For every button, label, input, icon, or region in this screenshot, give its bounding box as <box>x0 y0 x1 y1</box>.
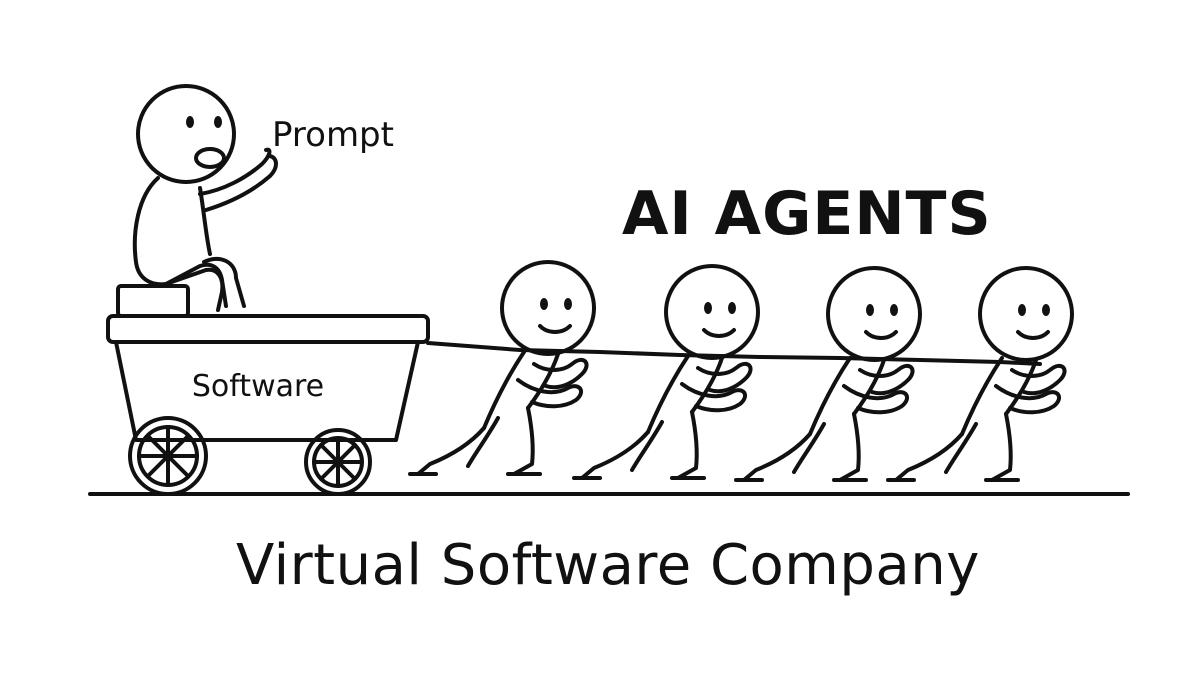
company-title: Virtual Software Company <box>236 533 980 598</box>
cart-wheel-right <box>304 428 372 496</box>
operator-arm <box>198 147 278 212</box>
cart: Software <box>106 284 430 496</box>
agent-3 <box>734 266 922 482</box>
cart-seat <box>116 284 190 318</box>
operator-eye-left <box>186 116 194 128</box>
prompt-label: Prompt <box>272 115 394 155</box>
operator-mouth <box>194 147 226 169</box>
operator-head <box>136 84 236 184</box>
cart-wheel-left <box>128 416 208 496</box>
operator-body <box>132 176 228 308</box>
cart-bucket <box>114 340 420 442</box>
cart-label: Software <box>192 369 324 404</box>
cart-rim <box>106 314 430 344</box>
operator-legs <box>164 256 246 312</box>
agent-1 <box>408 260 596 476</box>
operator-eye-right <box>214 116 222 128</box>
operator-figure <box>132 84 278 312</box>
tow-rope <box>426 341 1042 366</box>
agent-4 <box>886 266 1074 482</box>
agents-group <box>408 260 1074 482</box>
agent-2 <box>572 264 760 480</box>
agents-title: AI AGENTS <box>622 179 992 249</box>
